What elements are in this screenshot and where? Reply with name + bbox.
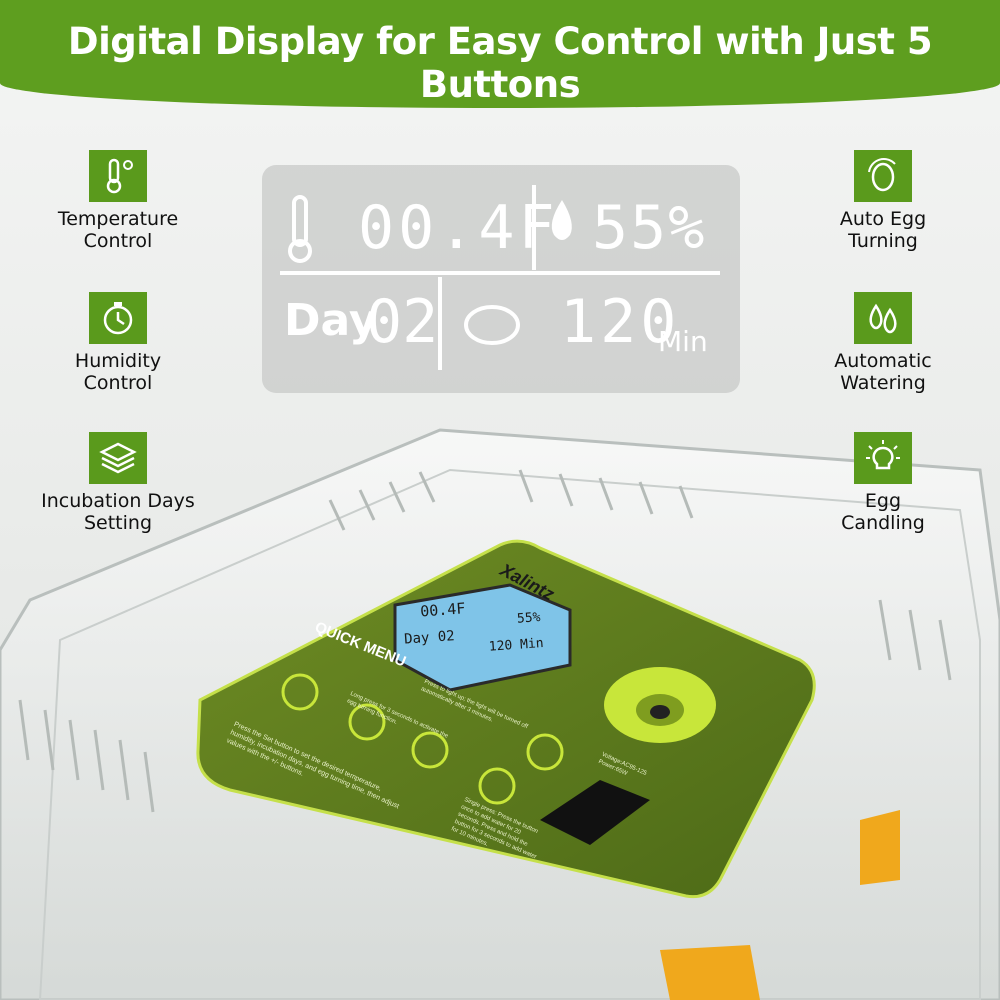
- feature-label: Auto Egg Turning: [839, 208, 927, 252]
- lcd-turn-value: 120: [560, 287, 681, 357]
- lcd-dividers: [280, 185, 720, 370]
- light-bulb-icon: [854, 432, 912, 484]
- humidity-timer-icon: [89, 292, 147, 344]
- small-lcd-turn: 120 Min: [488, 635, 545, 655]
- small-lcd: 00.4F 55% Day 02 120 Min: [397, 588, 572, 680]
- set-button[interactable]: [283, 675, 317, 709]
- feature-automatic-watering: Automatic Watering: [788, 292, 978, 394]
- water-button[interactable]: [480, 769, 514, 803]
- small-lcd-temp: 00.4F: [419, 599, 466, 621]
- small-lcd-day: Day 02: [403, 628, 456, 648]
- thermometer-gear-icon: [89, 150, 147, 202]
- lcd-turn-unit: Min: [658, 325, 708, 358]
- feature-label: Automatic Watering: [834, 350, 932, 394]
- feature-temperature-control: Temperature Control: [23, 150, 213, 252]
- banner-title: Digital Display for Easy Control with Ju…: [67, 20, 933, 106]
- enlarged-lcd-display: 00.4F 55% Day 02 120 Min: [262, 165, 740, 393]
- water-drops-icon: [854, 292, 912, 344]
- feature-label: Incubation Days Setting: [41, 490, 195, 534]
- header-banner: Digital Display for Easy Control with Ju…: [0, 0, 1000, 108]
- lcd-temperature: 00.4F: [358, 193, 559, 263]
- egg-turning-icon: [854, 150, 912, 202]
- small-lcd-humidity: 55%: [516, 610, 541, 627]
- lcd-day-label: Day: [284, 295, 378, 346]
- lcd-day-value: 02: [366, 287, 439, 357]
- feature-egg-candling: Egg Candling: [788, 432, 978, 534]
- feature-label: Humidity Control: [74, 350, 162, 394]
- feature-incubation-days: Incubation Days Setting: [23, 432, 213, 534]
- feature-humidity-control: Humidity Control: [23, 292, 213, 394]
- layers-icon: [89, 432, 147, 484]
- feature-auto-egg-turning: Auto Egg Turning: [788, 150, 978, 252]
- feature-label: Egg Candling: [841, 490, 925, 534]
- feature-label: Temperature Control: [57, 208, 179, 252]
- lcd-humidity: 55%: [592, 193, 707, 263]
